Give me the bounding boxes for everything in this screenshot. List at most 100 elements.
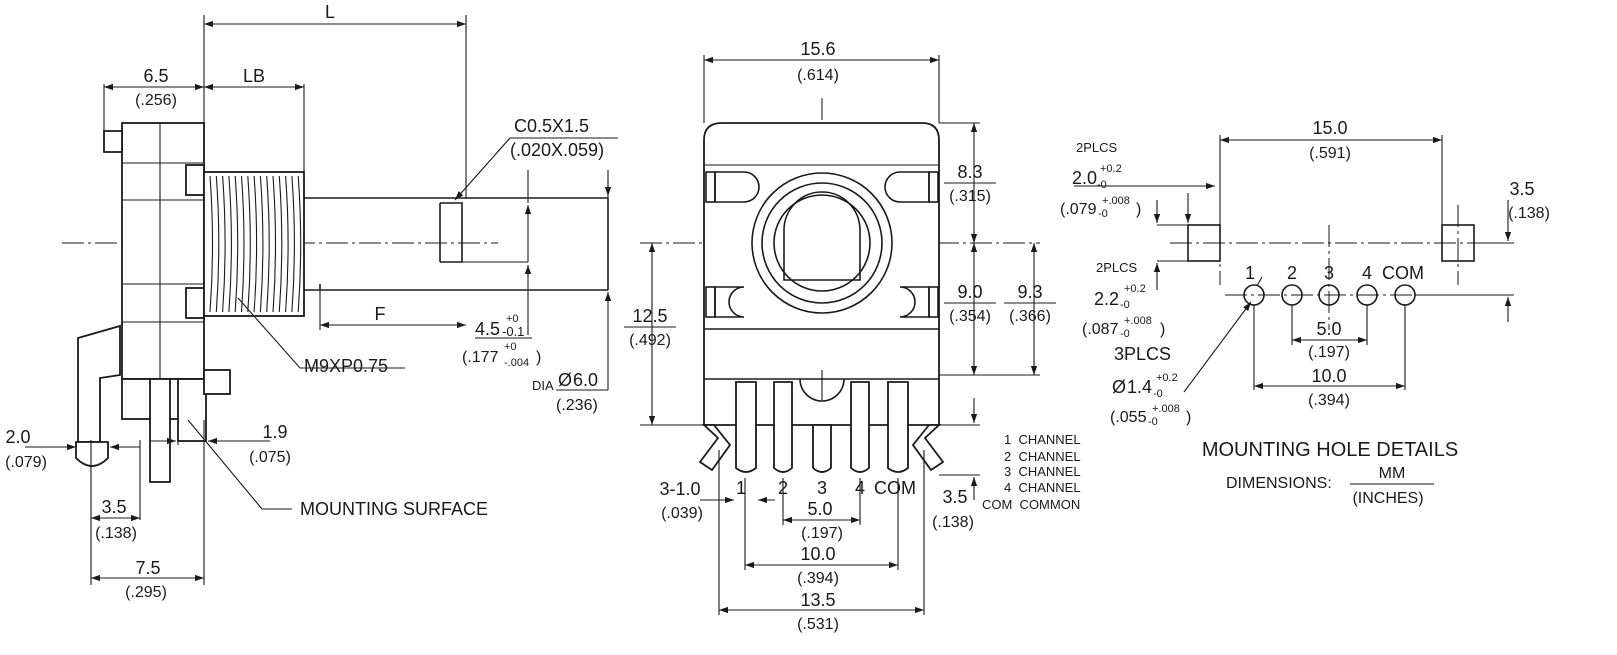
dim-2.0-inch: (.079) xyxy=(5,454,47,471)
legend-channel-3: 3 CHANNEL xyxy=(1004,464,1081,479)
hole-2.2-inch-tol-top: +.008 xyxy=(1124,315,1152,327)
dim-9.0: 9.0 xyxy=(957,282,982,302)
hole-1.4-symbol: Ø xyxy=(1112,377,1126,397)
hole-dim-5.0: 5.0 xyxy=(1316,319,1341,339)
dim-F: F xyxy=(375,304,386,324)
hole-2.0-inch-close: ) xyxy=(1136,201,1141,218)
front-pins xyxy=(698,381,945,473)
hole-dim-3.5: 3.5 xyxy=(1509,179,1534,199)
dim-4.5-inch-tol-top: +0 xyxy=(504,341,517,353)
legend-common: COM COMMON xyxy=(982,497,1080,512)
dim-13.5-inch: (.531) xyxy=(797,616,839,633)
dim-3-1.0: 3-1.0 xyxy=(659,479,700,499)
hole-2.2-tol-top: +0.2 xyxy=(1124,283,1146,295)
dim-5.0-inch: (.197) xyxy=(801,525,843,542)
dim-15.0: 15.0 xyxy=(1312,118,1347,138)
dim-9.0-inch: (.354) xyxy=(949,308,991,325)
dim-5.0: 5.0 xyxy=(807,499,832,519)
dim-10.0: 10.0 xyxy=(800,544,835,564)
pin-label-com: COM xyxy=(874,478,916,498)
dim-12.5: 12.5 xyxy=(632,306,667,326)
hole-dim-10.0-inch: (.394) xyxy=(1308,392,1350,409)
dim-dia-6.0-inch: (.236) xyxy=(556,397,598,414)
dim-dia-6.0: 6.0 xyxy=(573,370,598,390)
dim-L: L xyxy=(325,2,335,22)
dim-15.6-inch: (.614) xyxy=(797,67,839,84)
pin-label-2: 2 xyxy=(778,478,788,498)
dim-13.5: 13.5 xyxy=(800,590,835,610)
dim-3-1.0-inch: (.039) xyxy=(661,505,703,522)
hole-2.0-tol-bot: -0 xyxy=(1097,179,1107,191)
dim-8.3: 8.3 xyxy=(957,162,982,182)
hole-1.4-inch-tol-bot: -0 xyxy=(1148,416,1158,428)
hole-2.2-tol-bot: -0 xyxy=(1120,299,1130,311)
dim-2.0: 2.0 xyxy=(5,427,30,447)
hole-dim-5.0-inch: (.197) xyxy=(1308,344,1350,361)
dim-3.5: 3.5 xyxy=(942,487,967,507)
dim-4.5-tol-bot: -0.1 xyxy=(502,324,524,339)
chamfer-inch-label: (.020X.059) xyxy=(510,140,604,160)
dim-LB: LB xyxy=(243,66,265,86)
hole-pin-label-3: 3 xyxy=(1324,263,1334,283)
dim-9.3-inch: (.366) xyxy=(1009,308,1051,325)
units-mm: MM xyxy=(1379,465,1406,482)
dim-12.5-inch: (.492) xyxy=(629,332,671,349)
square-hole-left xyxy=(1187,224,1221,262)
dim-7.5: 7.5 xyxy=(135,558,160,578)
side-view: L 6.5 (.256) LB C0.5X1.5 (.020X.059) F 4… xyxy=(5,2,618,601)
legend-channel-2: 2 CHANNEL xyxy=(1004,449,1081,464)
front-slots xyxy=(705,171,939,318)
hole-2.2: 2.2 xyxy=(1094,289,1119,309)
hole-1.4-inch-close: ) xyxy=(1186,409,1191,426)
dim-8.3-inch: (.315) xyxy=(949,188,991,205)
hole-2.0-tol-top: +0.2 xyxy=(1100,163,1122,175)
hole-1.4-tol-bot: -0 xyxy=(1153,388,1163,400)
dim-4.5-tol-top: +0 xyxy=(506,313,519,325)
dim-3.5-inch: (.138) xyxy=(932,514,974,531)
hole-2.0-inch-tol-top: +.008 xyxy=(1102,195,1130,207)
dim-4.5-inch-tol-bot: -.004 xyxy=(504,357,529,369)
mounting-surface-label: MOUNTING SURFACE xyxy=(300,499,488,519)
dim-10.0-inch: (.394) xyxy=(797,570,839,587)
hole-1.4-inch: (.055 xyxy=(1110,409,1147,426)
dim-6.5-inch: (.256) xyxy=(135,92,177,109)
dim-1.9-inch: (.075) xyxy=(249,449,291,466)
dim-7.5-inch: (.295) xyxy=(125,584,167,601)
pin-label-3: 3 xyxy=(817,478,827,498)
thread-label: M9XP0.75 xyxy=(304,356,388,376)
hole-2.0-inch: (.079 xyxy=(1060,201,1097,218)
3plcs-label: 3PLCS xyxy=(1114,344,1171,364)
dim-4.5-inch-close: ) xyxy=(536,349,541,366)
hole-1.4: 1.4 xyxy=(1127,377,1152,397)
mounting-hole-details-title: MOUNTING HOLE DETAILS xyxy=(1202,439,1458,461)
dia-symbol: Ø xyxy=(558,370,572,390)
hole-pin-label-com: COM xyxy=(1382,263,1424,283)
hole-2.2-inch: (.087 xyxy=(1082,321,1119,338)
dim-4.5: 4.5 xyxy=(475,319,500,339)
pin-label-4: 4 xyxy=(855,478,865,498)
legend-channel-1: 1 CHANNEL xyxy=(1004,432,1081,447)
2plcs-label-b: 2PLCS xyxy=(1096,260,1138,275)
hole-1.4-inch-tol-top: +.008 xyxy=(1152,403,1180,415)
dim-3.5: 3.5 xyxy=(101,497,126,517)
hole-2.2-inch-tol-bot: -0 xyxy=(1120,328,1130,340)
dim-6.5: 6.5 xyxy=(143,66,168,86)
dim-15.6: 15.6 xyxy=(800,39,835,59)
hole-2.0-inch-tol-bot: -0 xyxy=(1098,208,1108,220)
hole-dim-3.5-inch: (.138) xyxy=(1508,205,1550,222)
chamfer-label: C0.5X1.5 xyxy=(514,116,589,136)
hole-1.4-tol-top: +0.2 xyxy=(1156,372,1178,384)
hole-pin-label-2: 2 xyxy=(1287,263,1297,283)
hole-dim-10.0: 10.0 xyxy=(1311,366,1346,386)
dim-3.5-inch: (.138) xyxy=(95,525,137,542)
dia-prefix: DIA xyxy=(532,378,554,393)
units-inches: (INCHES) xyxy=(1352,490,1423,507)
dim-15.0-inch: (.591) xyxy=(1309,145,1351,162)
dimensions-label: DIMENSIONS: xyxy=(1226,475,1332,492)
hole-2.0: 2.0 xyxy=(1072,168,1097,188)
mounting-hole-view: 15.0 (.591) 2PLCS 2.0 +0.2 -0 (.079 +.00… xyxy=(1060,118,1550,507)
dim-4.5-inch: (.177 xyxy=(462,349,499,366)
hole-2.2-inch-close: ) xyxy=(1160,321,1165,338)
dim-1.9: 1.9 xyxy=(262,422,287,442)
